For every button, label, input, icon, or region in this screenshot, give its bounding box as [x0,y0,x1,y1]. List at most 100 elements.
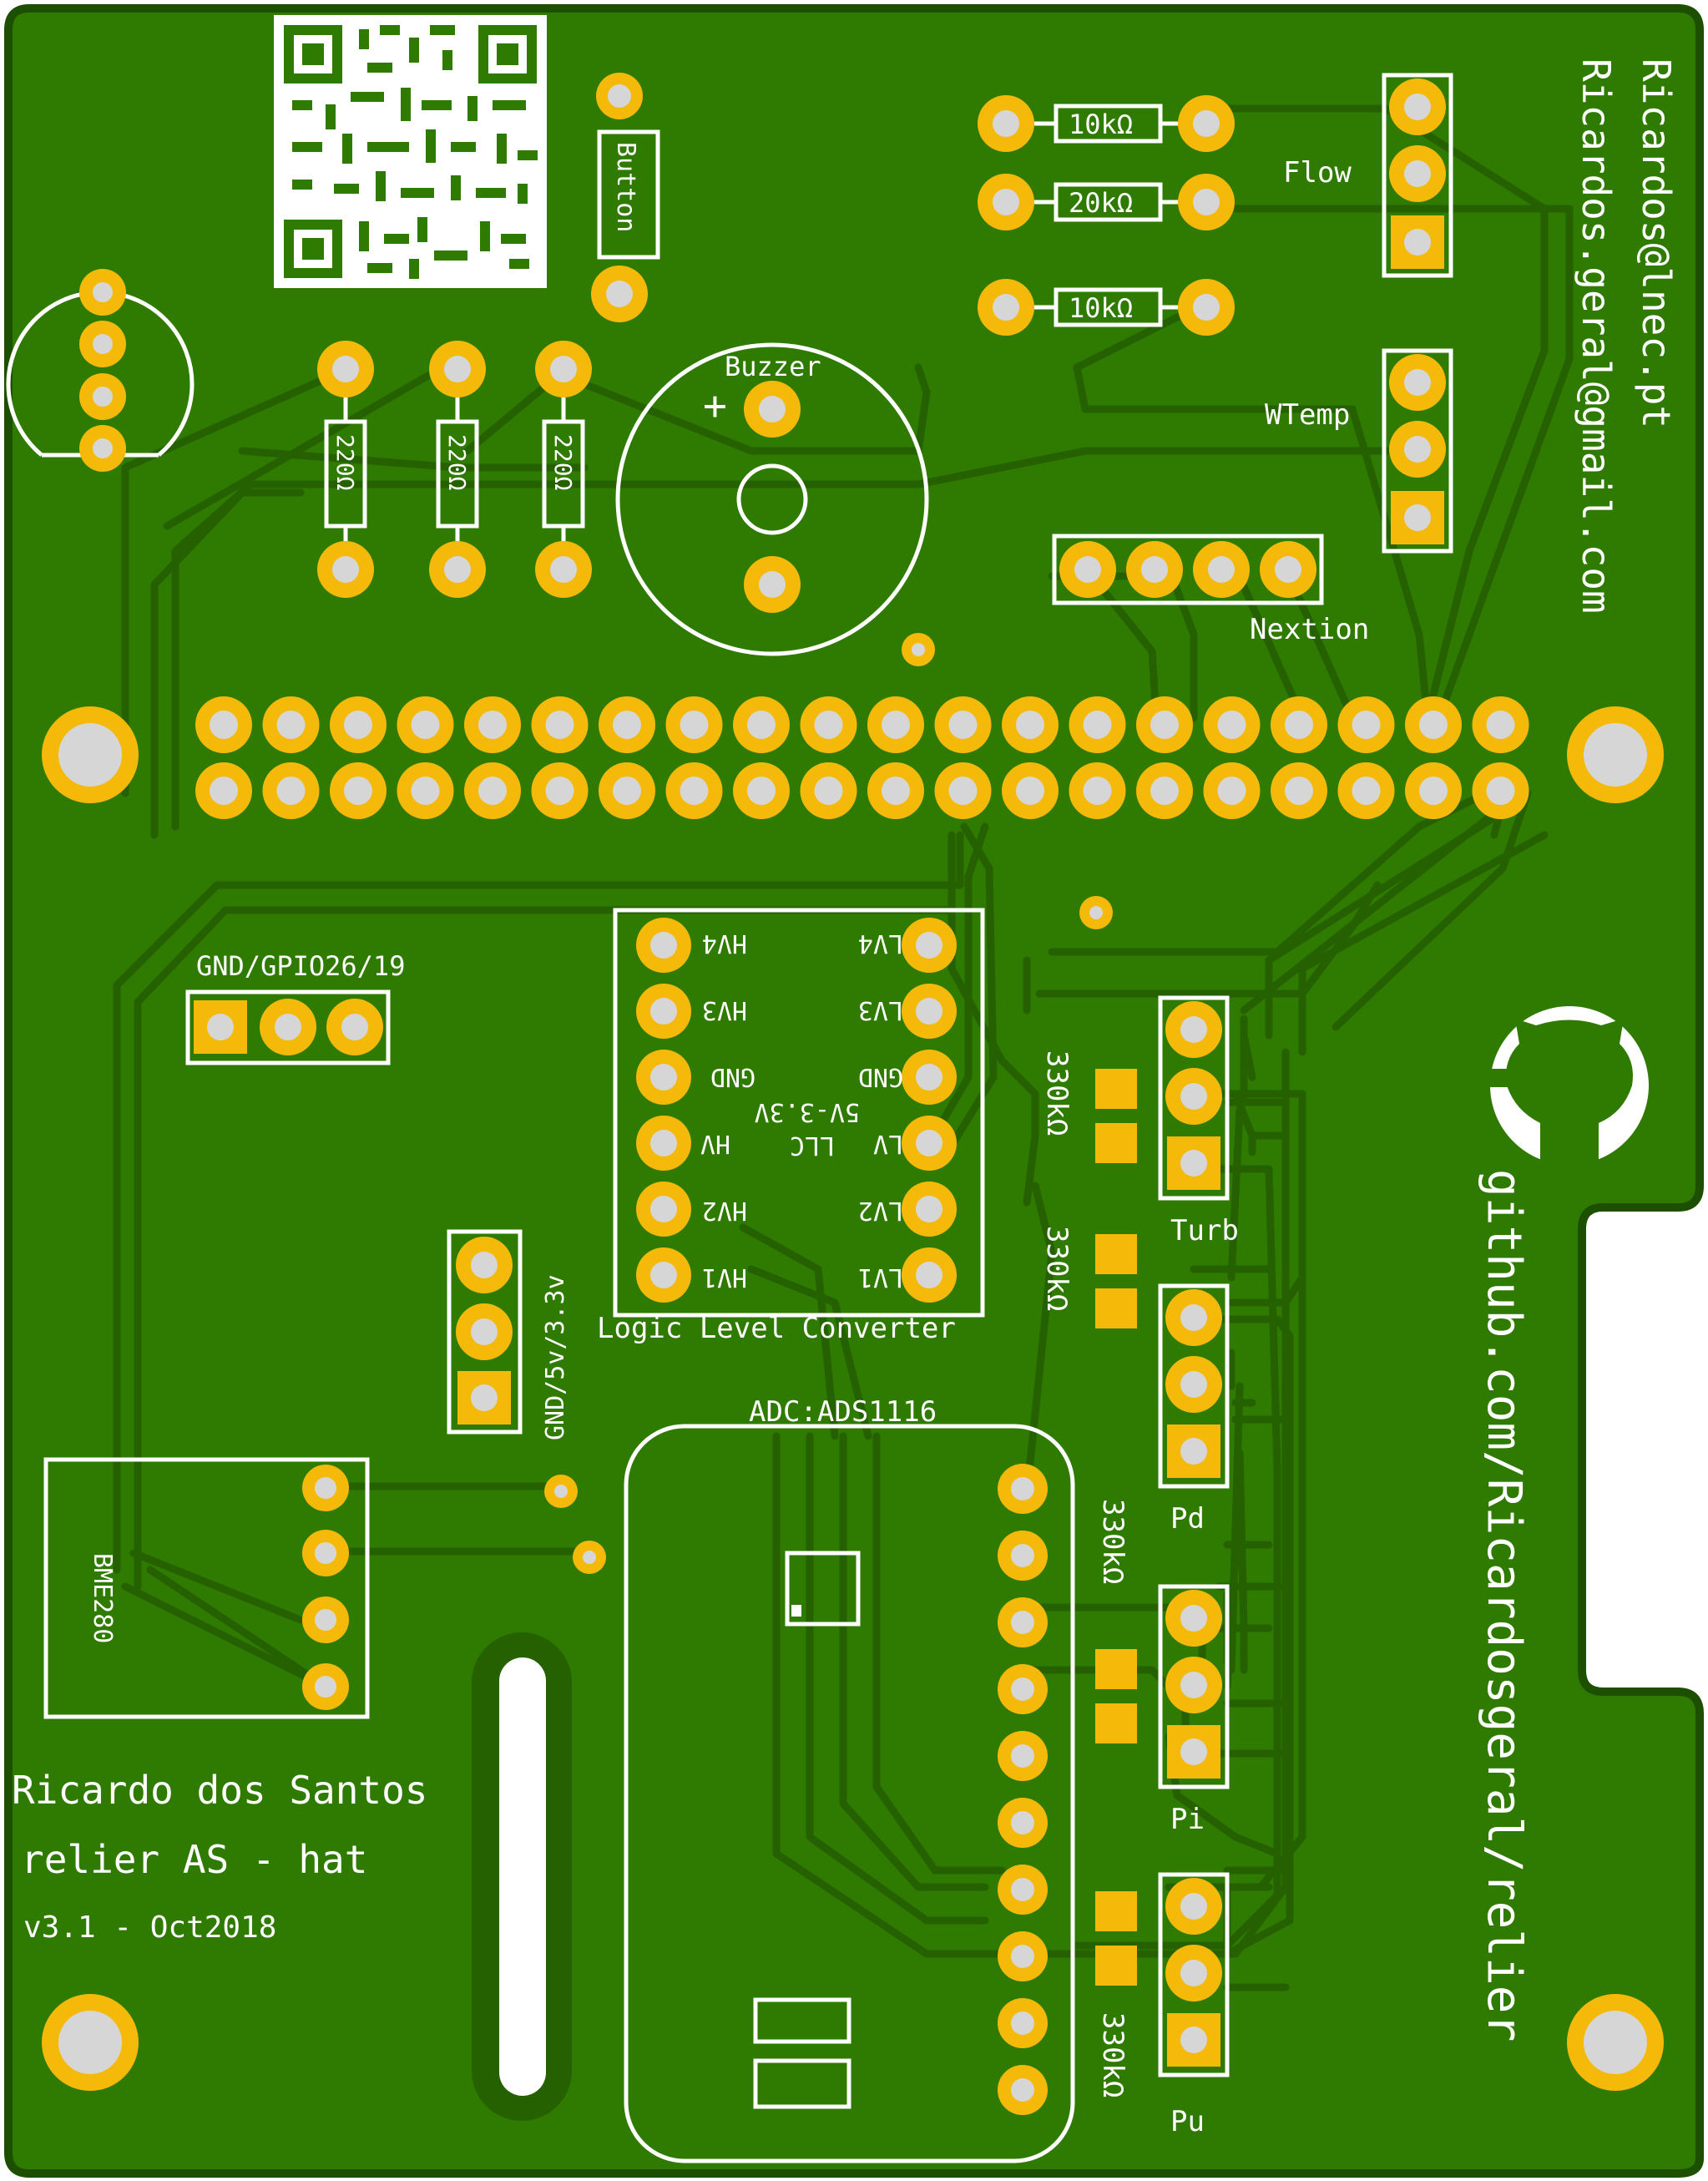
adc-module: ADC:ADS1116 [624,1395,1075,2163]
drill-hole [1180,1371,1207,1398]
drill-hole [1217,777,1246,805]
gpio-40-pin-header [195,696,1529,819]
bme280-label: BME280 [88,1553,117,1643]
gpio-26-19-header: GND/GPIO26/19 [185,950,405,1065]
drill-hole [210,711,238,739]
pu-resistor-label: 330kΩ [1096,2012,1129,2098]
drill-hole [650,1196,677,1222]
llc-lv2: LV2 [858,1196,903,1225]
wtemp-label: WTemp [1265,398,1350,432]
drill-hole [1217,711,1246,739]
drill-hole [411,711,440,739]
drill-hole [916,1196,942,1222]
drill-hole [948,711,978,739]
smd-pad [1095,1891,1137,1931]
drill-hole [1150,777,1179,805]
buzzer-footprint: Buzzer + [615,342,929,656]
drill-hole [916,1130,942,1156]
adc-label: ADC:ADS1116 [749,1395,937,1429]
drill-hole [1011,1677,1034,1701]
llc-gnd-right: GND [858,1062,903,1091]
power-label: GND/5v/3.3v [541,1274,570,1440]
button-footprint: Button [591,73,660,322]
drill-hole [276,777,306,805]
flow-header: Flow [1283,73,1453,278]
project-name: relier AS - hat [21,1837,367,1882]
vias [544,633,1113,1574]
drill-hole [1011,1744,1034,1768]
drill-hole [650,1262,677,1288]
drill-hole [1419,711,1448,739]
drill-hole [344,777,372,805]
drill-hole [613,711,641,739]
drill-hole [1419,777,1448,805]
drill-hole [1150,711,1179,739]
pd-resistor-label: 330kΩ [1040,1226,1074,1311]
pu-label: Pu [1170,2105,1205,2138]
gpio-26-19-label: GND/GPIO26/19 [196,950,405,982]
button-label: Button [611,142,640,232]
drill-hole [1011,1811,1034,1834]
header-outline [1158,1584,1230,1789]
drill-hole [1016,711,1044,739]
drill-hole [814,777,843,805]
author-name: Ricardo dos Santos [12,1768,428,1813]
drill-hole [1011,1611,1034,1634]
drill-hole [1180,1304,1207,1331]
drill-hole [1083,711,1112,739]
drill-hole [545,711,574,739]
llc-voltage: 5V-3.3V [755,1097,860,1126]
mounting-slot-hole [499,1657,546,2096]
turb-resistor-label: 330kΩ [1040,1050,1074,1136]
llc-hv: HV [700,1129,730,1158]
drill-hole [1011,1477,1034,1500]
email-lnec: Ricardos@lnec.pt [1634,58,1679,428]
smd-pad [1095,1234,1137,1274]
wtemp-header: WTemp [1265,348,1453,554]
mounting-holes [42,706,1664,2091]
drill-hole [210,777,238,805]
llc-hv2: HV2 [702,1196,747,1225]
drill-hole [1486,711,1515,739]
llc-name: LLC [790,1131,835,1160]
r-wtemp-label: 10kΩ [1069,292,1133,324]
drill-hole [650,1130,677,1156]
llc-lv4: LV4 [858,929,903,958]
header-outline [1158,1872,1230,2077]
r-220-1-label: 220Ω [331,434,359,490]
drill-hole [747,777,776,805]
drill-hole [882,777,910,805]
nextion-label: Nextion [1250,613,1369,646]
resistor-220-group: 220Ω 220Ω 220Ω [317,341,592,598]
smd-pad [1095,1703,1137,1743]
header-outline [1158,1283,1230,1489]
transistor-footprint [6,269,195,472]
drill-hole [1011,1544,1034,1567]
r-flow-1-label: 10kΩ [1069,109,1133,140]
drill-hole [650,998,677,1025]
drill-hole [1083,777,1112,805]
drill-hole [1352,777,1381,805]
smd-pad [1095,1946,1137,1986]
r-flow-2-label: 20kΩ [1069,187,1133,219]
drill-hole [1285,777,1313,805]
qr-code [274,15,547,288]
resistor-flow-group: 10kΩ 20kΩ 10kΩ [978,95,1235,336]
smd-pad [1095,1069,1137,1109]
email-gmail: Ricardos.geral@gmail.com [1574,58,1619,614]
buzzer-plus-label: + [703,382,727,429]
power-header: GND/5v/3.3v [447,1229,570,1440]
drill-hole [916,932,942,959]
drill-hole [1011,2011,1034,2035]
drill-hole [1180,2027,1207,2053]
smd-pad [1095,1123,1137,1163]
pd-label: Pd [1170,1502,1205,1536]
drill-hole [1180,1150,1207,1177]
drill-hole [1180,1605,1207,1632]
drill-hole [1180,1738,1207,1765]
drill-hole [1352,711,1381,739]
bme280-module: BME280 [43,1457,370,1719]
llc-hv1: HV1 [702,1263,747,1292]
github-url: github.com/Ricardosgeral/relier [1477,1169,1531,2042]
